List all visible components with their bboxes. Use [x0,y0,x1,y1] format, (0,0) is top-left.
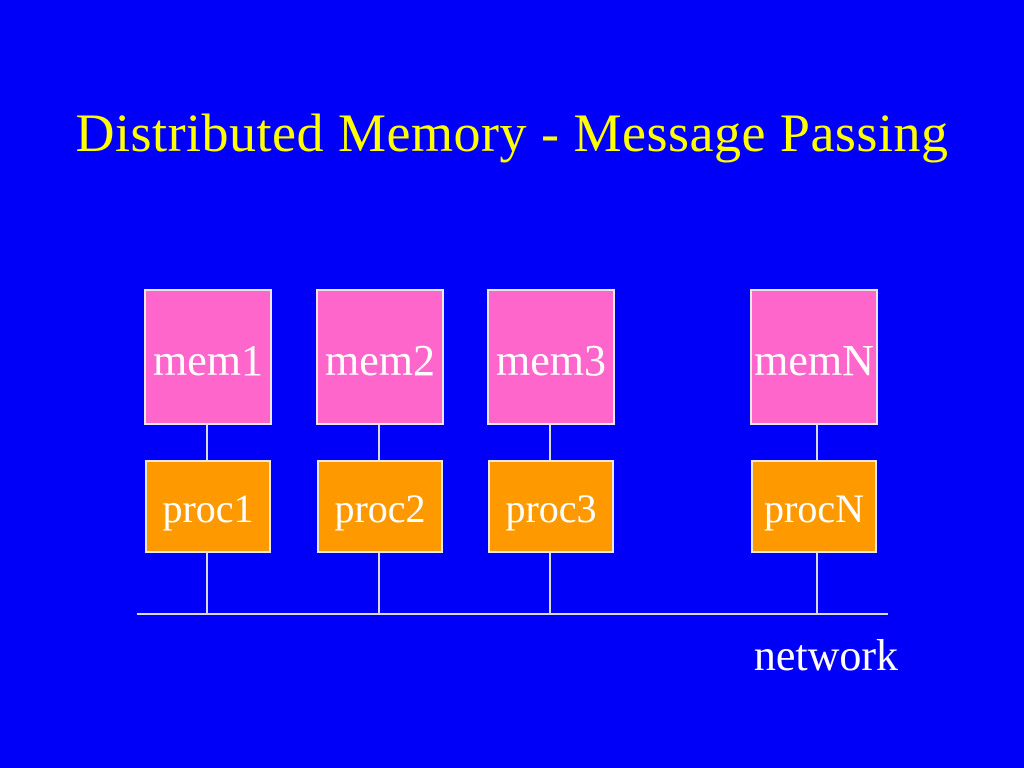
proc2-network-connector-line [378,553,380,613]
mem1-proc1-connector-line [206,425,208,460]
slide-title: Distributed Memory - Message Passing [75,103,949,163]
proc2-label: proc2 [334,486,426,531]
procN-box: procN [751,460,877,553]
proc1-label: proc1 [162,486,254,531]
mem3-box: mem3 [487,289,615,425]
mem1-label: mem1 [153,335,263,385]
proc3-box: proc3 [488,460,614,553]
network-line [137,613,888,615]
mem2-label: mem2 [325,335,435,385]
memN-procN-connector-line [816,425,818,460]
proc3-label: proc3 [505,486,597,531]
procN-label: procN [764,486,864,531]
proc1-box: proc1 [145,460,271,553]
memN-label: memN [754,335,874,385]
mem2-proc2-connector-line [378,425,380,460]
memN-box: memN [750,289,878,425]
mem3-proc3-connector-line [549,425,551,460]
procN-network-connector-line [816,553,818,613]
proc3-network-connector-line [549,553,551,613]
mem3-label: mem3 [496,335,606,385]
mem1-box: mem1 [144,289,272,425]
mem2-box: mem2 [316,289,444,425]
proc2-box: proc2 [317,460,443,553]
network-label: network [753,631,898,680]
proc1-network-connector-line [206,553,208,613]
